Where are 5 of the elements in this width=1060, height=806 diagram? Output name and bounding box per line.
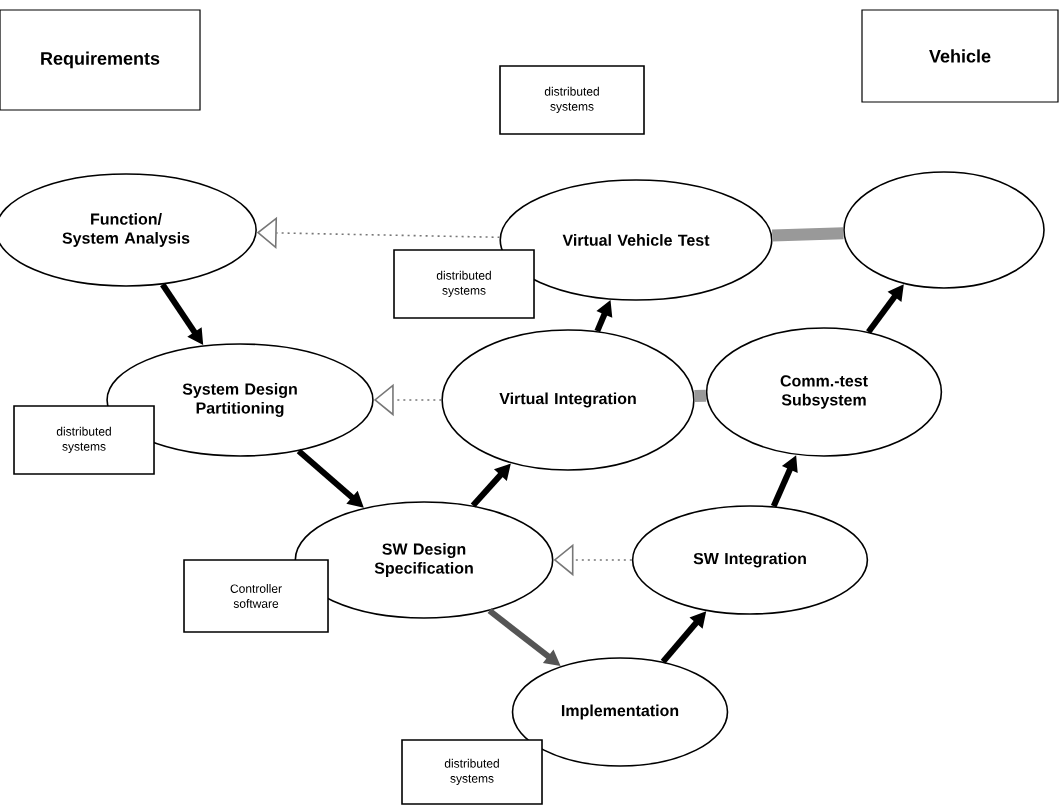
heading-box: Requirements: [0, 9, 201, 111]
heading-box: Vehicle: [861, 9, 1059, 103]
connector-bar: [772, 227, 844, 242]
connector-bar: [694, 389, 707, 402]
process-ellipse: [843, 171, 1045, 289]
